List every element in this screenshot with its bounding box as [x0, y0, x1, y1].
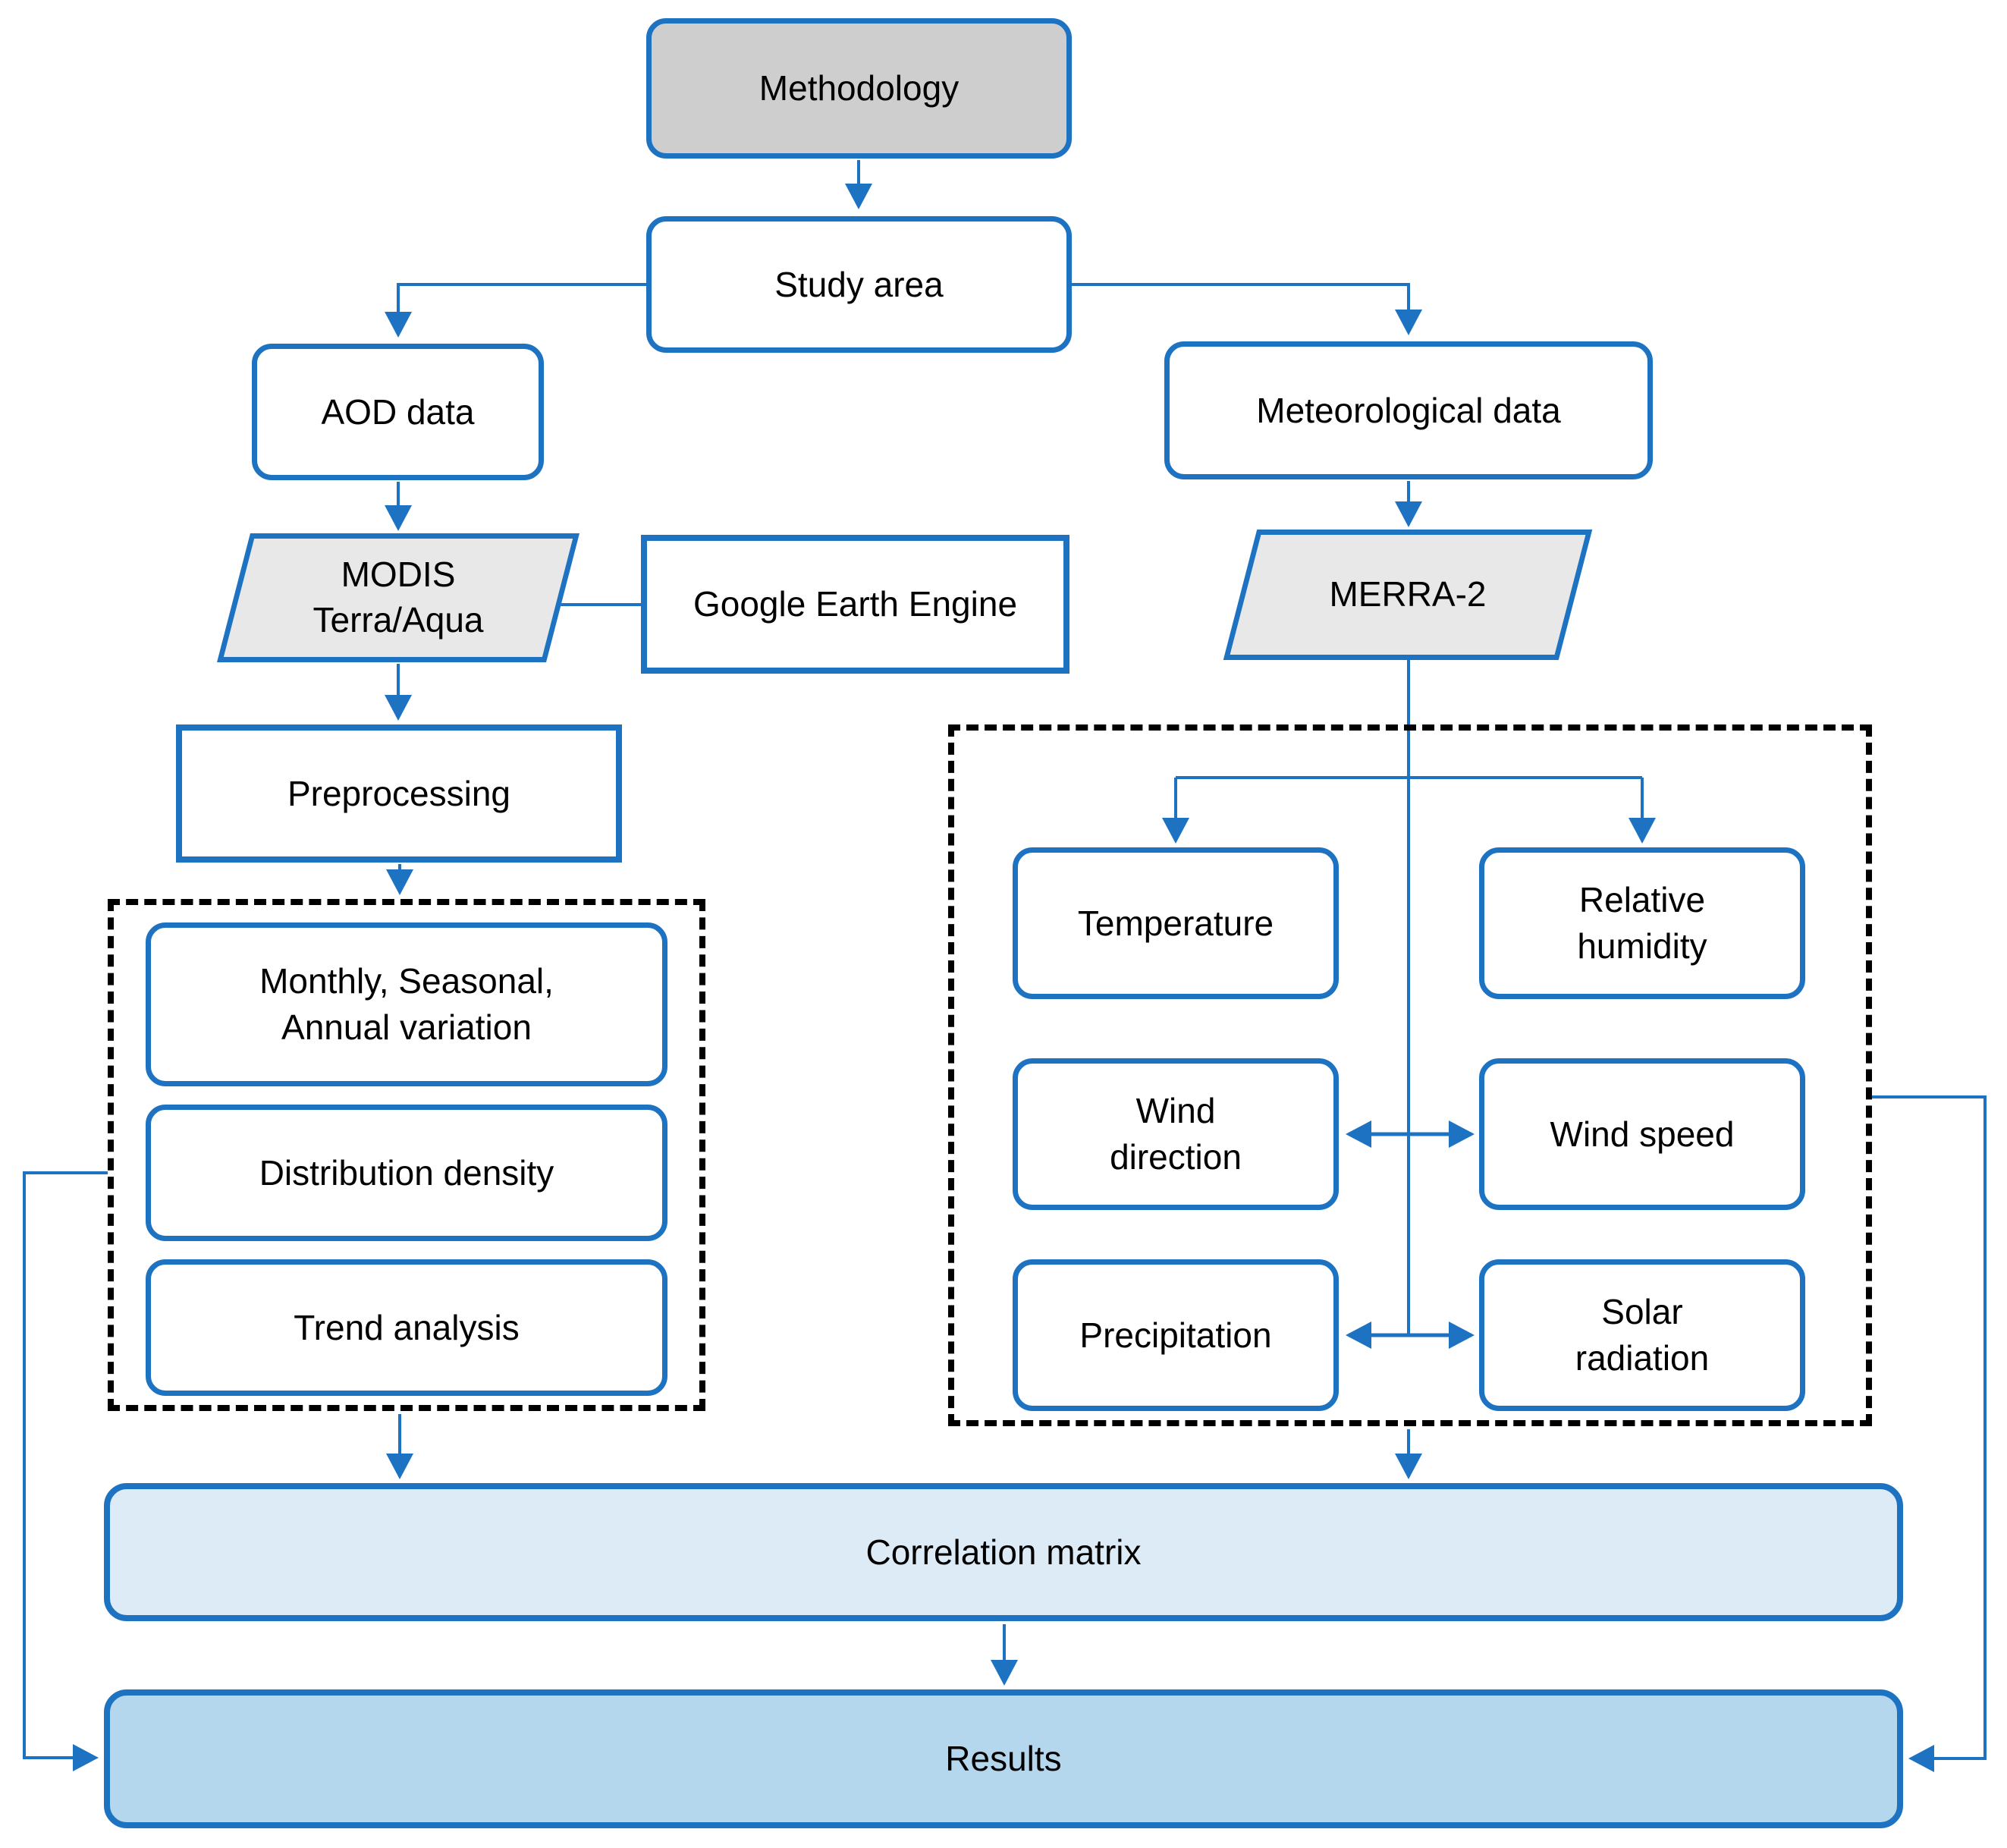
node-precipitation-label: Precipitation — [1079, 1315, 1272, 1355]
node-temperature-label: Temperature — [1077, 903, 1274, 943]
node-msa-line2: Annual variation — [281, 1007, 532, 1047]
node-modis-line1: MODIS — [341, 555, 456, 595]
aod-analysis-group-box — [108, 899, 705, 1411]
arrow-study-area-to-meteorological-data — [1072, 283, 1422, 335]
node-solar-radiation-line2: radiation — [1575, 1338, 1710, 1378]
node-relative-humidity-line1: Relative — [1578, 880, 1706, 920]
node-distribution-density: Distribution density — [146, 1105, 667, 1241]
node-wind-speed: Wind speed — [1479, 1058, 1805, 1210]
node-meteorological-data-label: Meteorological data — [1256, 390, 1561, 430]
node-trend-analysis: Trend analysis — [146, 1259, 667, 1396]
connector-left-dashed-to-results — [23, 1171, 108, 1771]
node-modis-terra-aqua: MODIS Terra/Aqua — [214, 533, 583, 662]
node-preprocessing: Preprocessing — [176, 724, 622, 863]
node-solar-radiation-line1: Solar — [1601, 1292, 1683, 1332]
node-methodology-label: Methodology — [759, 68, 960, 108]
connector-right-dashed-to-results — [1872, 1095, 1987, 1772]
arrow-study-area-to-aod-data — [385, 283, 646, 338]
node-msa-line1: Monthly, Seasonal, — [259, 961, 554, 1001]
node-wind-speed-label: Wind speed — [1550, 1114, 1735, 1154]
node-meteorological-data: Meteorological data — [1164, 341, 1653, 479]
node-modis-line2: Terra/Aqua — [313, 600, 484, 640]
node-trend-analysis-label: Trend analysis — [294, 1307, 520, 1347]
node-aod-data: AOD data — [252, 344, 544, 480]
node-relative-humidity: Relative humidity — [1479, 847, 1805, 999]
node-google-earth-engine: Google Earth Engine — [641, 535, 1069, 674]
node-study-area-label: Study area — [774, 264, 944, 304]
node-wind-direction: Wind direction — [1013, 1058, 1339, 1210]
node-temperature: Temperature — [1013, 847, 1339, 999]
node-results-label: Results — [945, 1739, 1062, 1779]
node-methodology: Methodology — [646, 18, 1072, 159]
node-monthly-seasonal-annual-variation: Monthly, Seasonal, Annual variation — [146, 922, 667, 1086]
meteorological-parameters-group-box — [948, 724, 1872, 1426]
node-wind-direction-line1: Wind — [1135, 1091, 1216, 1131]
node-relative-humidity-line2: humidity — [1577, 926, 1707, 966]
node-correlation-matrix-label: Correlation matrix — [865, 1532, 1142, 1572]
node-correlation-matrix: Correlation matrix — [104, 1483, 1903, 1621]
node-study-area: Study area — [646, 216, 1072, 353]
node-solar-radiation: Solar radiation — [1479, 1259, 1805, 1411]
node-wind-direction-line2: direction — [1110, 1137, 1242, 1177]
node-distribution-density-label: Distribution density — [259, 1152, 554, 1193]
node-precipitation: Precipitation — [1013, 1259, 1339, 1411]
node-google-earth-engine-label: Google Earth Engine — [693, 584, 1018, 624]
node-merra-2-label: MERRA-2 — [1329, 574, 1487, 614]
node-merra-2: MERRA-2 — [1220, 530, 1595, 660]
node-results: Results — [104, 1689, 1903, 1828]
node-aod-data-label: AOD data — [321, 391, 475, 432]
node-preprocessing-label: Preprocessing — [287, 773, 511, 813]
